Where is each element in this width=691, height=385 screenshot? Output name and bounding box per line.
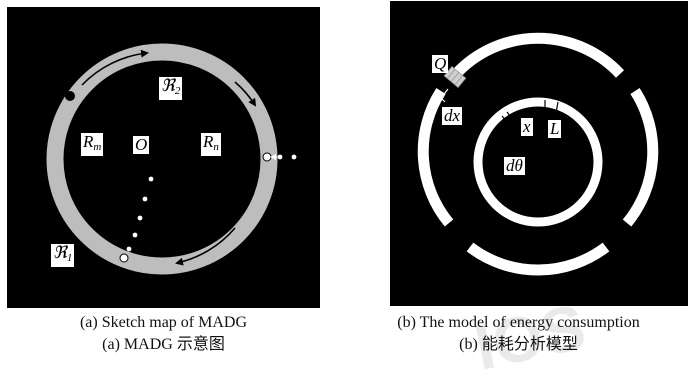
caption-b-en: (b) The model of energy consumption [397, 314, 640, 331]
ring-tick [506, 111, 514, 121]
segment-q-marker [443, 66, 467, 88]
outer-node [277, 154, 283, 160]
outer-ring-arc [466, 242, 610, 276]
panel-a-sketch-map: ℜ2 Rm O Rn ℜ1 [7, 7, 320, 308]
ring-arrow-bottom [175, 227, 236, 266]
outer-node [291, 154, 297, 160]
panel-b-drawing [417, 32, 659, 276]
caption-b-cn: (b) 能耗分析模型 [459, 336, 578, 353]
sensor-node [148, 176, 154, 182]
sensor-node [137, 215, 143, 221]
panel-a-drawing [46, 43, 297, 275]
outer-ring-arc [622, 88, 659, 227]
caption-a-en: (a) Sketch map of MADG [79, 314, 248, 331]
label-center-o: O [133, 135, 150, 154]
label-rn: Rn [201, 133, 221, 156]
label-dx: dx [442, 106, 463, 125]
ring-arrow-right [234, 81, 257, 107]
outer-ring-arc [451, 32, 625, 78]
label-dtheta: dθ [504, 156, 525, 175]
outer-node [262, 152, 272, 162]
panel-b-energy-model: Q dx x L dθ [390, 1, 688, 306]
inner-ring [473, 97, 603, 227]
mobile-node [65, 91, 75, 101]
caption-a-cn: (a) MADG 示意图 [102, 336, 225, 353]
label-l: L [548, 119, 562, 138]
sink-node [119, 253, 129, 263]
ring-arrow-top [81, 49, 149, 86]
sensor-node [142, 196, 148, 202]
label-region-1: ℜ1 [51, 244, 75, 267]
ring-tick [555, 101, 559, 114]
dx-bracket [440, 88, 449, 103]
sensor-node [132, 232, 138, 238]
label-q: Q [432, 54, 449, 73]
label-region-2: ℜ2 [159, 77, 183, 100]
label-x: x [521, 117, 533, 136]
sensor-node [126, 246, 132, 252]
ring-tick [501, 115, 510, 125]
label-rm: Rm [81, 133, 104, 156]
outer-ring-arc [417, 88, 454, 227]
